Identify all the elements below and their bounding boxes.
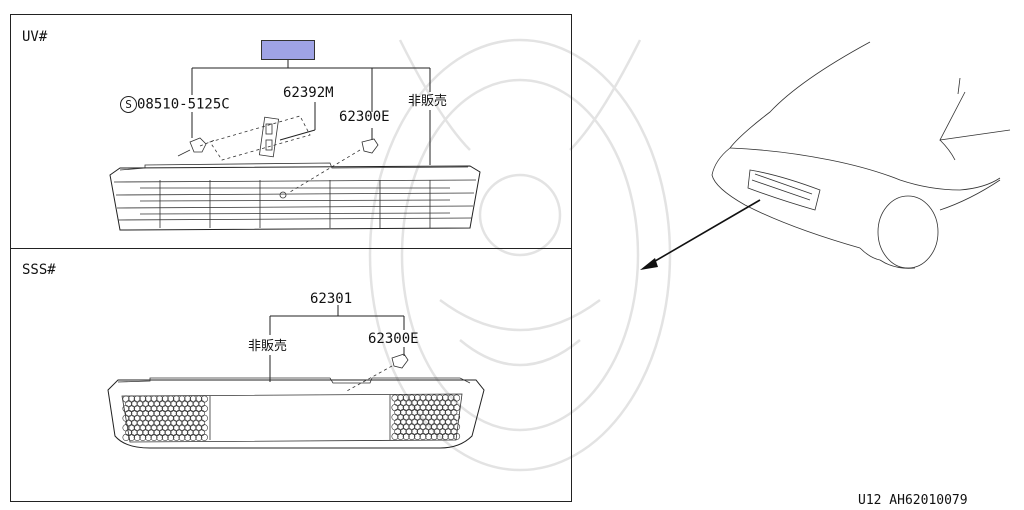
honeycomb-left: [122, 395, 208, 441]
screw-part-number: 08510-5125C: [137, 96, 230, 113]
upper-clip-part-number: 62300E: [339, 109, 390, 125]
car-sketch: [711, 41, 1011, 269]
honeycomb-cell: [419, 432, 427, 440]
clip-part-lower: [344, 353, 409, 393]
honeycomb-cell: [430, 432, 438, 440]
honeycomb-cell: [184, 433, 192, 441]
honeycomb-cell: [161, 433, 169, 441]
honeycomb-cell: [172, 433, 180, 441]
honeycomb-cell: [397, 432, 405, 440]
honeycomb-cell: [402, 432, 410, 440]
upper-not-for-sale-label: 非販売: [408, 94, 448, 109]
honeycomb-right: [391, 394, 461, 440]
screw-part: [177, 137, 216, 157]
honeycomb-cell: [453, 432, 461, 440]
honeycomb-cell: [156, 433, 164, 441]
clip-part-upper: [289, 138, 379, 193]
panel-frame: [10, 14, 572, 502]
lower-variant-label: SSS#: [22, 262, 56, 278]
honeycomb-cell: [133, 433, 141, 441]
honeycomb-cell: [128, 433, 136, 441]
lower-not-for-sale-label: 非販売: [248, 339, 288, 354]
honeycomb-cell: [391, 432, 399, 440]
bracket-part: [209, 115, 311, 161]
lower-leader-lines: [269, 305, 405, 382]
honeycomb-cell: [425, 432, 433, 440]
bracket-part-number: 62392M: [283, 85, 334, 101]
upper-leader-lines: [191, 58, 431, 165]
honeycomb-cell: [200, 433, 208, 441]
honeycomb-cell: [441, 432, 449, 440]
watermark-emblem: [368, 38, 672, 472]
upper-variant-label: UV#: [22, 29, 48, 45]
honeycomb-cell: [195, 433, 203, 441]
figure-code: U12 AH62010079: [858, 493, 968, 508]
honeycomb-cell: [189, 433, 197, 441]
screw-marker-icon: S: [120, 96, 137, 113]
honeycomb-cell: [122, 433, 130, 441]
honeycomb-cell: [139, 433, 147, 441]
lower-grille-part-number: 62301: [310, 291, 353, 307]
honeycomb-cell: [413, 432, 421, 440]
honeycomb-cell: [447, 432, 455, 440]
honeycomb-cell: [167, 433, 175, 441]
upper-grille: [109, 162, 481, 231]
pointer-arrow: [640, 199, 761, 270]
upper-part-number-redacted: [261, 40, 315, 60]
honeycomb-cell: [150, 433, 158, 441]
honeycomb-cell: [144, 433, 152, 441]
honeycomb-cell: [178, 433, 186, 441]
honeycomb-cell: [408, 432, 416, 440]
lower-clip-part-number: 62300E: [368, 331, 419, 347]
lower-grille: [107, 377, 485, 449]
honeycomb-cell: [436, 432, 444, 440]
